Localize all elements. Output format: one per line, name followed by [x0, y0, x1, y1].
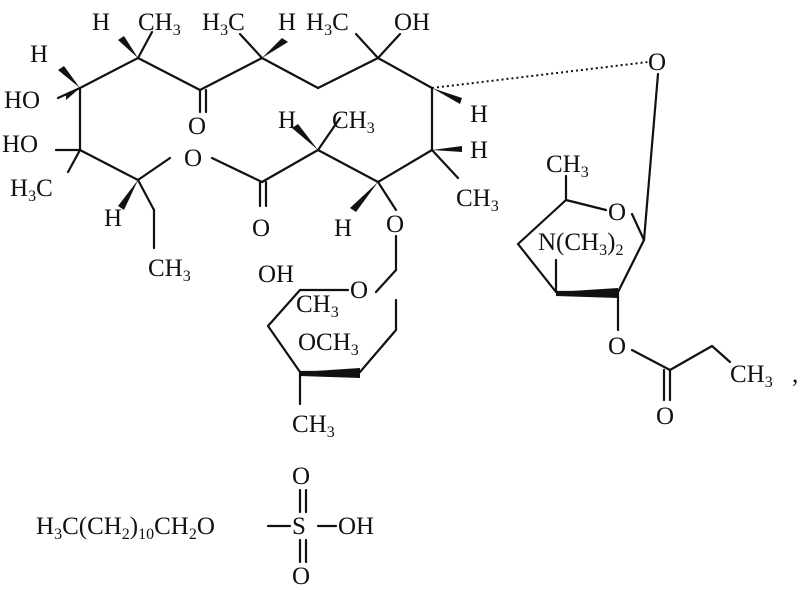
formula-o-bottom: O	[292, 563, 310, 590]
atom-h-low-1: H	[104, 205, 122, 232]
formula-oh: OH	[338, 513, 374, 540]
atom-ch3-sugar: CH3	[546, 151, 589, 181]
atom-oh-sugar-2: OH	[258, 261, 294, 288]
atom-h-1: H	[92, 9, 110, 36]
atom-h-left: H	[30, 41, 48, 68]
atom-h-right-2: H	[470, 137, 488, 164]
right-sugar-bonds	[516, 72, 732, 402]
atom-o-link-top: O	[648, 49, 666, 76]
atom-ch3-sugar-2b: CH3	[292, 411, 335, 441]
atom-ch3-propionate: CH3	[730, 361, 773, 391]
atom-h-low-2: H	[334, 215, 352, 242]
atom-o-carbonyl-2: O	[252, 215, 270, 242]
atom-h-mid: H	[278, 107, 296, 134]
comma-separator: ,	[792, 361, 798, 388]
atom-oh-top: OH	[394, 9, 430, 36]
lower-sugar-bonds	[266, 268, 398, 406]
atom-h3c-2: H3C	[202, 9, 245, 39]
atom-o-sugar-ring: O	[608, 199, 626, 226]
atom-h3c-left: H3C	[10, 175, 53, 205]
atom-h-right-1: H	[470, 101, 488, 128]
atom-o-propionate: O	[608, 333, 626, 360]
lauryl-sulfate-formula: H3C(CH2)10CH2O S OH O O	[36, 463, 374, 590]
lauryl-sulfate-bonds	[266, 488, 338, 564]
atom-h3c-3: H3C	[306, 9, 349, 39]
atom-o-carbonyl-1: O	[188, 113, 206, 140]
atom-ch3-mid: CH3	[332, 107, 375, 137]
atom-ch3-right: CH3	[456, 185, 499, 215]
atom-h-2: H	[278, 9, 296, 36]
formula-chain: H3C(CH2)10CH2O	[36, 513, 215, 543]
atom-ch3-1: CH3	[138, 9, 181, 39]
atom-o-ester: O	[184, 145, 202, 172]
atom-ho-left-2: HO	[2, 131, 38, 158]
stereo-bonds	[58, 36, 649, 212]
atom-o-link-mid: O	[386, 211, 404, 238]
formula-sulfur: S	[292, 513, 306, 540]
macrolide-ring-bonds	[54, 30, 460, 272]
atom-labels: H CH3 H3C H H3C OH H HO O HO O H CH3 H H…	[2, 9, 798, 441]
atom-o-sugar2-ring: O	[350, 277, 368, 304]
atom-nme2: N(CH3)2	[538, 229, 623, 259]
atom-ch3-ethyl: CH3	[148, 255, 191, 285]
atom-och3-sugar-2: OCH3	[298, 329, 359, 359]
atom-o-propionate-carbonyl: O	[656, 403, 674, 430]
atom-ho-left: HO	[4, 87, 40, 114]
atom-ch3-sugar-2: CH3	[296, 291, 339, 321]
formula-o-top: O	[292, 463, 310, 490]
